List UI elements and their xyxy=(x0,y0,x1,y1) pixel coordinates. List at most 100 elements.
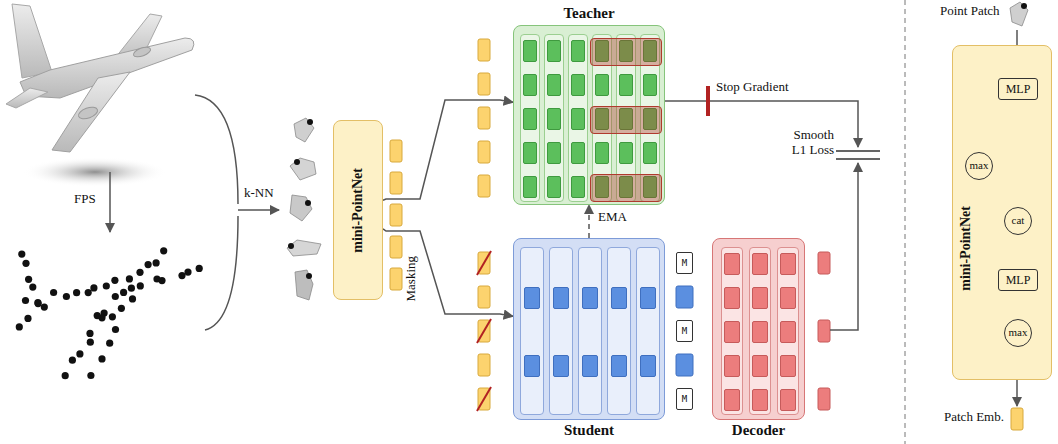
point-patch-icon xyxy=(1010,2,1028,26)
point-patches xyxy=(295,270,313,300)
token-cell xyxy=(571,108,585,130)
token-cell xyxy=(619,74,633,96)
point-cloud xyxy=(118,305,125,312)
label-anchor: Smooth L1 Loss xyxy=(782,128,834,158)
edge-label: Masking xyxy=(404,256,419,302)
label-anchor: EMA xyxy=(598,210,627,225)
token-cell xyxy=(724,253,740,275)
point-patch-icon xyxy=(1010,2,1028,26)
token-cell xyxy=(523,74,537,96)
token-cell xyxy=(571,176,585,198)
layer-name: MLP xyxy=(1006,273,1031,287)
point-patches xyxy=(294,118,314,142)
token-cell xyxy=(595,74,609,96)
point-cloud xyxy=(158,277,165,284)
panel-title: mini-PointNet xyxy=(958,206,975,291)
token-cell xyxy=(595,142,609,164)
label-anchor: k-NN xyxy=(244,186,274,201)
input-label: Point Patch xyxy=(940,4,1000,19)
stop-gradient-path xyxy=(665,101,858,330)
point-cloud xyxy=(50,289,57,296)
token-columns xyxy=(676,286,693,308)
token-cell xyxy=(752,355,768,377)
point-patches xyxy=(287,240,321,256)
knn-brace xyxy=(195,95,279,330)
token-cell xyxy=(571,74,585,96)
token-columns xyxy=(390,172,402,194)
token-cell xyxy=(547,142,561,164)
token-columns xyxy=(477,387,491,411)
airplane-illustration xyxy=(12,4,52,78)
point-patches xyxy=(287,118,321,300)
layer-column xyxy=(544,34,564,202)
token-columns xyxy=(390,204,402,226)
point-cloud xyxy=(160,247,167,254)
stop-gradient-bar xyxy=(706,86,710,116)
student-box: Student xyxy=(513,238,665,420)
loss-symbol xyxy=(836,151,880,159)
token-columns xyxy=(478,354,490,376)
token-cell xyxy=(780,355,796,377)
token-cell xyxy=(640,355,656,377)
concat-circle: cat xyxy=(1004,207,1032,235)
point-cloud xyxy=(41,304,48,311)
mask-symbol: M xyxy=(682,326,687,337)
point-cloud xyxy=(29,284,36,291)
token-cell xyxy=(643,142,657,164)
token-cell xyxy=(524,287,540,309)
point-patches xyxy=(290,158,316,180)
layer-column xyxy=(549,247,573,415)
airplane-illustration xyxy=(6,4,194,187)
flow-arrow xyxy=(383,229,513,316)
point-cloud xyxy=(94,312,101,319)
mask-token: M xyxy=(676,252,693,274)
mask-token: M xyxy=(676,320,693,342)
point-cloud xyxy=(136,269,143,276)
token-columns xyxy=(478,107,490,129)
point-patches xyxy=(290,158,316,180)
encoder-box: mini-PointNet xyxy=(333,120,383,300)
token-cell xyxy=(724,287,740,309)
point-cloud xyxy=(24,315,31,322)
box-title: mini-PointNet xyxy=(350,168,367,253)
encoder-detail-panel: mini-PointNetMLPmaxcatMLPmax xyxy=(952,45,1052,380)
masked-target xyxy=(590,174,662,202)
token-cell xyxy=(523,108,537,130)
layer-name: MLP xyxy=(1006,82,1031,96)
point-cloud xyxy=(153,259,160,266)
point-cloud xyxy=(112,293,119,300)
loss-label: Smooth L1 Loss xyxy=(782,128,834,158)
step-label: k-NN xyxy=(244,186,274,201)
token-cell xyxy=(780,253,796,275)
decoder-box: Decoder xyxy=(712,238,805,420)
layer-column xyxy=(777,247,799,415)
token-cell xyxy=(752,321,768,343)
point-cloud xyxy=(103,282,110,289)
layer-column xyxy=(607,247,631,415)
point-cloud xyxy=(25,276,32,283)
point-cloud xyxy=(76,350,83,357)
ema-connector xyxy=(588,205,590,238)
token-columns xyxy=(477,251,491,275)
layer-column xyxy=(578,247,602,415)
token-columns xyxy=(478,141,490,163)
point-cloud xyxy=(112,326,119,333)
point-cloud xyxy=(63,293,70,300)
airplane-illustration xyxy=(132,45,152,59)
knn-brace xyxy=(205,216,238,330)
knn-brace xyxy=(195,95,238,204)
token-cell xyxy=(582,287,598,309)
loss-symbol xyxy=(836,158,880,160)
masked-target xyxy=(590,106,662,134)
token-cell xyxy=(547,40,561,62)
token-columns xyxy=(390,268,402,290)
point-patches xyxy=(294,159,300,165)
point-cloud xyxy=(145,261,152,268)
label-anchor: Patch Emb. xyxy=(944,410,1004,425)
point-cloud xyxy=(73,289,80,296)
point-cloud xyxy=(34,299,41,306)
token-cell xyxy=(547,108,561,130)
step-label: FPS xyxy=(74,192,96,207)
token-columns xyxy=(818,388,830,410)
